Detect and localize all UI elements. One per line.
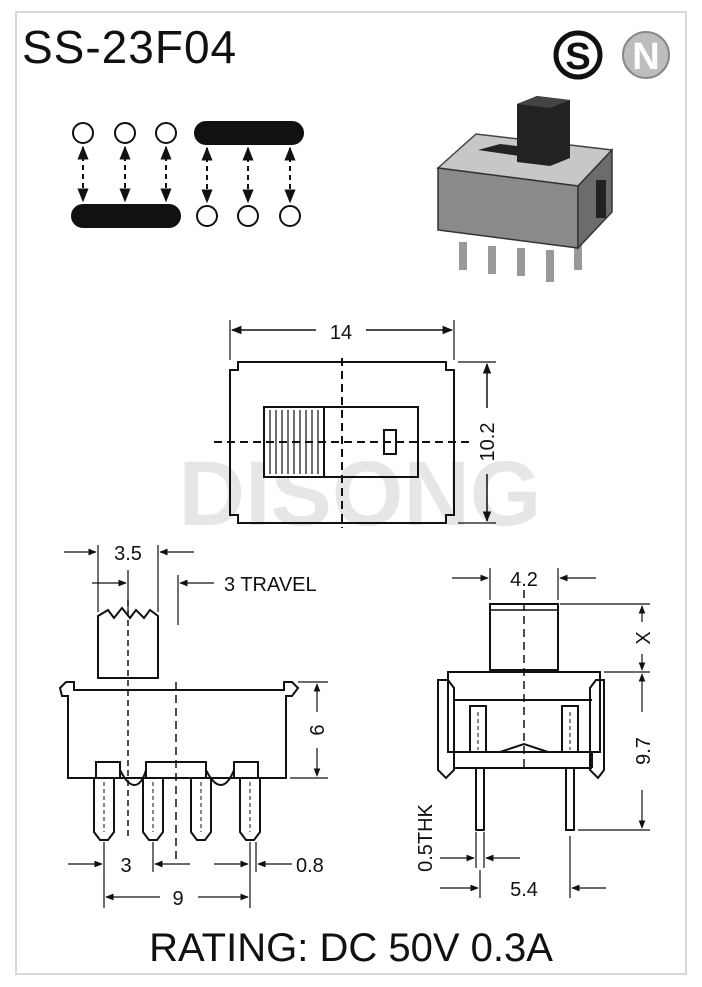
dim-body-height-6: 6	[307, 724, 329, 735]
dim-width-14: 14	[330, 322, 352, 344]
dim-terminal-span-5-4: 5.4	[510, 879, 538, 901]
svg-text:S: S	[565, 36, 590, 78]
side-view-drawing	[58, 545, 328, 908]
logo-s-circle-icon: S	[553, 30, 603, 80]
dim-actuator-4-2: 4.2	[510, 569, 538, 591]
model-title: SS-23F04	[22, 21, 238, 73]
svg-text:N: N	[632, 36, 659, 78]
dim-pin-thickness-0-8: 0.8	[296, 855, 324, 877]
dim-actuator-height-x: X	[633, 631, 655, 644]
dim-pin-pitch-3: 3	[120, 855, 131, 877]
dim-overall-height-9-7: 9.7	[633, 737, 655, 765]
sheet-border	[15, 11, 687, 975]
dim-travel: 3 TRAVEL	[224, 574, 317, 596]
dim-height-10-2: 10.2	[477, 423, 499, 462]
switch-product-illustration	[436, 96, 614, 282]
top-view-drawing	[214, 320, 496, 528]
dim-pin-span-9: 9	[172, 888, 183, 910]
end-view-drawing	[437, 568, 650, 898]
rating-text: RATING: DC 50V 0.3A	[149, 926, 553, 970]
watermark-text: DISONG	[179, 443, 542, 545]
logo-n-circle-icon: N	[622, 31, 670, 79]
dim-terminal-thickness: 0.5THK	[415, 803, 437, 871]
switch-schematic	[71, 121, 304, 228]
dim-actuator-3-5: 3.5	[114, 543, 142, 565]
